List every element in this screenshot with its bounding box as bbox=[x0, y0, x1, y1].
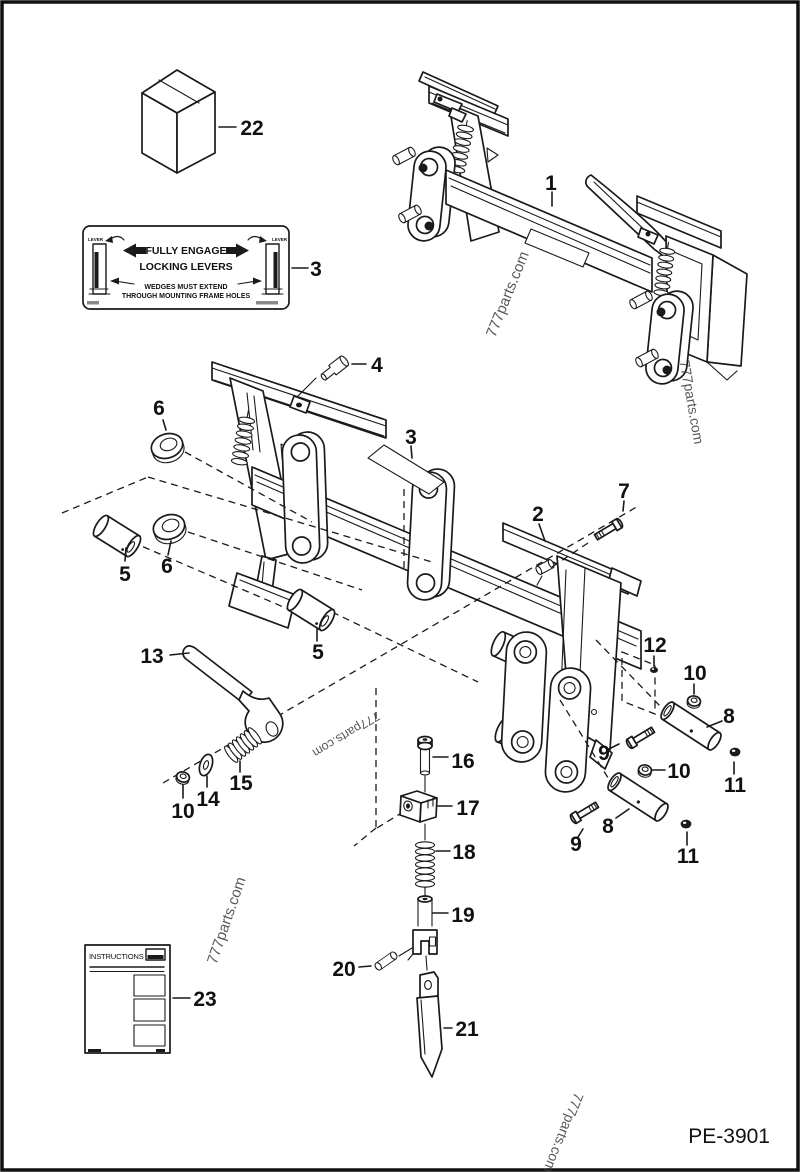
dashed-guides bbox=[61, 451, 661, 847]
decal-lever-left-label: LEVER bbox=[88, 237, 104, 242]
callout-20: 20 bbox=[332, 958, 355, 981]
pin-16 bbox=[417, 735, 433, 776]
instructions-title: INSTRUCTIONS bbox=[89, 952, 144, 961]
callout-10-right-top: 10 bbox=[683, 662, 706, 685]
callout-12: 12 bbox=[643, 634, 666, 657]
callout-3-frame: 3 bbox=[405, 426, 417, 449]
callout-17: 17 bbox=[456, 797, 479, 820]
callout-11-upper: 11 bbox=[724, 774, 747, 797]
spring-icon bbox=[230, 409, 256, 466]
tube-8b bbox=[604, 770, 672, 824]
decal-wedge-left-icon bbox=[88, 235, 125, 295]
pin-on-rail bbox=[535, 559, 555, 575]
callout-21: 21 bbox=[455, 1018, 479, 1041]
callout-22: 22 bbox=[240, 117, 263, 140]
decal-lever-right-label: LEVER bbox=[272, 237, 288, 242]
callouts: 1 2 3 3 4 5 5 6 6 7 8 8 9 9 10 10 10 11 … bbox=[119, 117, 746, 1041]
callout-5-left: 5 bbox=[119, 563, 131, 586]
decal-arrow-left-icon bbox=[123, 243, 146, 258]
callout-6-top: 6 bbox=[153, 397, 165, 420]
link-plate bbox=[500, 631, 548, 763]
watermark: 777parts.com bbox=[204, 875, 250, 966]
spring-15 bbox=[224, 727, 262, 763]
decal-line4: THROUGH MOUNTING FRAME HOLES bbox=[122, 293, 251, 300]
watermark: 777parts.com bbox=[677, 359, 707, 445]
bolt-9a bbox=[624, 724, 657, 751]
callout-16: 16 bbox=[451, 750, 474, 773]
bushing-6b bbox=[149, 509, 191, 549]
callout-10-left: 10 bbox=[171, 800, 194, 823]
pin-4 bbox=[320, 355, 350, 381]
callout-18: 18 bbox=[452, 841, 476, 864]
roll-pin-20 bbox=[373, 950, 399, 972]
instructions-sheet: INSTRUCTIONS bbox=[84, 944, 171, 1054]
decal-line2: LOCKING LEVERS bbox=[139, 261, 232, 273]
nut-10b bbox=[685, 694, 703, 711]
bolt-9b bbox=[568, 799, 601, 826]
decal-location-outline bbox=[367, 444, 445, 495]
nut-10c bbox=[636, 763, 654, 780]
callout-23: 23 bbox=[193, 988, 216, 1011]
page-code: PE-3901 bbox=[688, 1125, 770, 1148]
spring-18 bbox=[414, 841, 436, 888]
watermark: 777parts.com bbox=[540, 1091, 587, 1172]
bushing-5b bbox=[283, 586, 339, 634]
washer-14 bbox=[198, 753, 214, 777]
link-plate bbox=[407, 150, 447, 242]
callout-10-right-mid: 10 bbox=[667, 760, 690, 783]
watermark: 777parts.com bbox=[310, 709, 382, 760]
watermark: 777parts.com bbox=[483, 249, 533, 340]
bolt-7 bbox=[592, 516, 625, 543]
decal-label: LEVER LEVER FULLY ENGAGE LOCKING LEVERS … bbox=[82, 225, 290, 310]
assembly-1 bbox=[390, 71, 748, 385]
callout-1: 1 bbox=[545, 172, 557, 195]
callout-9-lower: 9 bbox=[570, 833, 582, 856]
main-frame-assembly bbox=[211, 361, 642, 793]
nut-11b bbox=[680, 819, 692, 829]
decal-line1: FULLY ENGAGE bbox=[145, 245, 226, 257]
leader-lines bbox=[124, 126, 735, 1029]
wedge-21 bbox=[416, 971, 443, 1078]
block-17 bbox=[399, 790, 438, 823]
callout-14: 14 bbox=[196, 788, 220, 811]
callout-5-mid: 5 bbox=[312, 641, 324, 664]
callout-15: 15 bbox=[229, 772, 253, 795]
callout-3-decal: 3 bbox=[310, 258, 322, 281]
callout-19: 19 bbox=[451, 904, 474, 927]
decal-arrow-right-icon bbox=[226, 243, 249, 258]
callout-9-upper: 9 bbox=[598, 742, 610, 765]
callout-13: 13 bbox=[140, 645, 163, 668]
pin-19 bbox=[407, 895, 438, 961]
link-plate bbox=[281, 434, 321, 564]
bushing-5a bbox=[89, 512, 145, 560]
callout-6-mid: 6 bbox=[161, 555, 173, 578]
callout-8-upper: 8 bbox=[723, 705, 735, 728]
bushing-6a bbox=[147, 428, 189, 468]
decal-wedge-right-icon bbox=[247, 235, 284, 295]
callout-7: 7 bbox=[618, 480, 630, 503]
pin-12 bbox=[650, 667, 658, 673]
callout-11-lower: 11 bbox=[677, 845, 700, 868]
box-22 bbox=[141, 69, 216, 174]
link-plate bbox=[544, 667, 592, 793]
axis-lines bbox=[398, 775, 428, 971]
decal-line3: WEDGES MUST EXTEND bbox=[144, 284, 227, 291]
lever-13 bbox=[182, 645, 284, 744]
callout-8-lower: 8 bbox=[602, 815, 614, 838]
callout-2: 2 bbox=[532, 503, 544, 526]
nut-11a bbox=[729, 747, 741, 757]
callout-4: 4 bbox=[371, 354, 383, 377]
nut-10-left bbox=[174, 769, 192, 787]
